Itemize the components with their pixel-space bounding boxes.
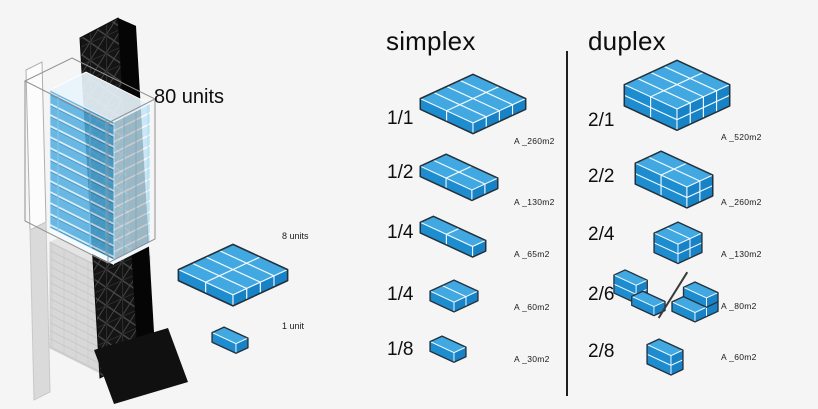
duplex-title: duplex <box>588 26 666 56</box>
duplex-row-area: A _130m2 <box>721 249 762 259</box>
simplex-row-fraction: 1/8 <box>387 339 414 360</box>
simplex-row-blocks <box>429 335 467 363</box>
simplex-row-fraction: 1/2 <box>387 162 414 183</box>
simplex-row-fraction: 1/1 <box>387 108 414 129</box>
simplex-row-area: A _60m2 <box>514 302 550 312</box>
simplex-row-area: A _130m2 <box>514 197 555 207</box>
duplex-row-blocks <box>634 150 714 209</box>
simplex-row-fraction: 1/4 <box>387 222 414 243</box>
duplex-row-fraction: 2/6 <box>588 284 615 305</box>
duplex-row-blocks <box>646 338 684 376</box>
simplex-row-blocks <box>419 215 487 258</box>
duplex-row-blocks <box>653 221 703 265</box>
legend-8units-label: 8 units <box>282 231 309 241</box>
column-divider <box>566 51 568 396</box>
simplex-row-blocks <box>419 73 527 135</box>
simplex-row-area: A _65m2 <box>514 249 550 259</box>
duplex-row-area: A _60m2 <box>721 352 757 362</box>
duplex-row-blocks-option-a <box>613 269 666 317</box>
simplex-row-area: A _30m2 <box>514 354 550 364</box>
duplex-row-area: A _80m2 <box>721 301 757 311</box>
duplex-row-fraction: 2/2 <box>588 166 615 187</box>
simplex-row-fraction: 1/4 <box>387 284 414 305</box>
simplex-title: simplex <box>386 26 476 56</box>
duplex-row-blocks <box>623 59 731 132</box>
tower-wireframe-box <box>23 57 157 264</box>
simplex-row-blocks <box>429 279 479 313</box>
tower-glazed-units-box <box>48 71 152 265</box>
duplex-row-fraction: 2/4 <box>588 224 615 245</box>
duplex-row-blocks-option-b <box>671 281 719 323</box>
tower-illustration <box>23 17 188 404</box>
simplex-row-blocks <box>419 153 499 202</box>
tower-back-slab <box>25 61 51 401</box>
duplex-row-area: A _260m2 <box>721 197 762 207</box>
legend-1unit-label: 1 unit <box>282 321 305 331</box>
legend-8units-blocks <box>177 243 289 307</box>
tower-units-label: 80 units <box>154 86 225 108</box>
duplex-row-area: A _520m2 <box>721 132 762 142</box>
simplex-row-area: A _260m2 <box>514 136 555 146</box>
duplex-row-fraction: 2/1 <box>588 110 615 131</box>
legend-1unit-block <box>211 326 249 354</box>
duplex-row-fraction: 2/8 <box>588 341 615 362</box>
